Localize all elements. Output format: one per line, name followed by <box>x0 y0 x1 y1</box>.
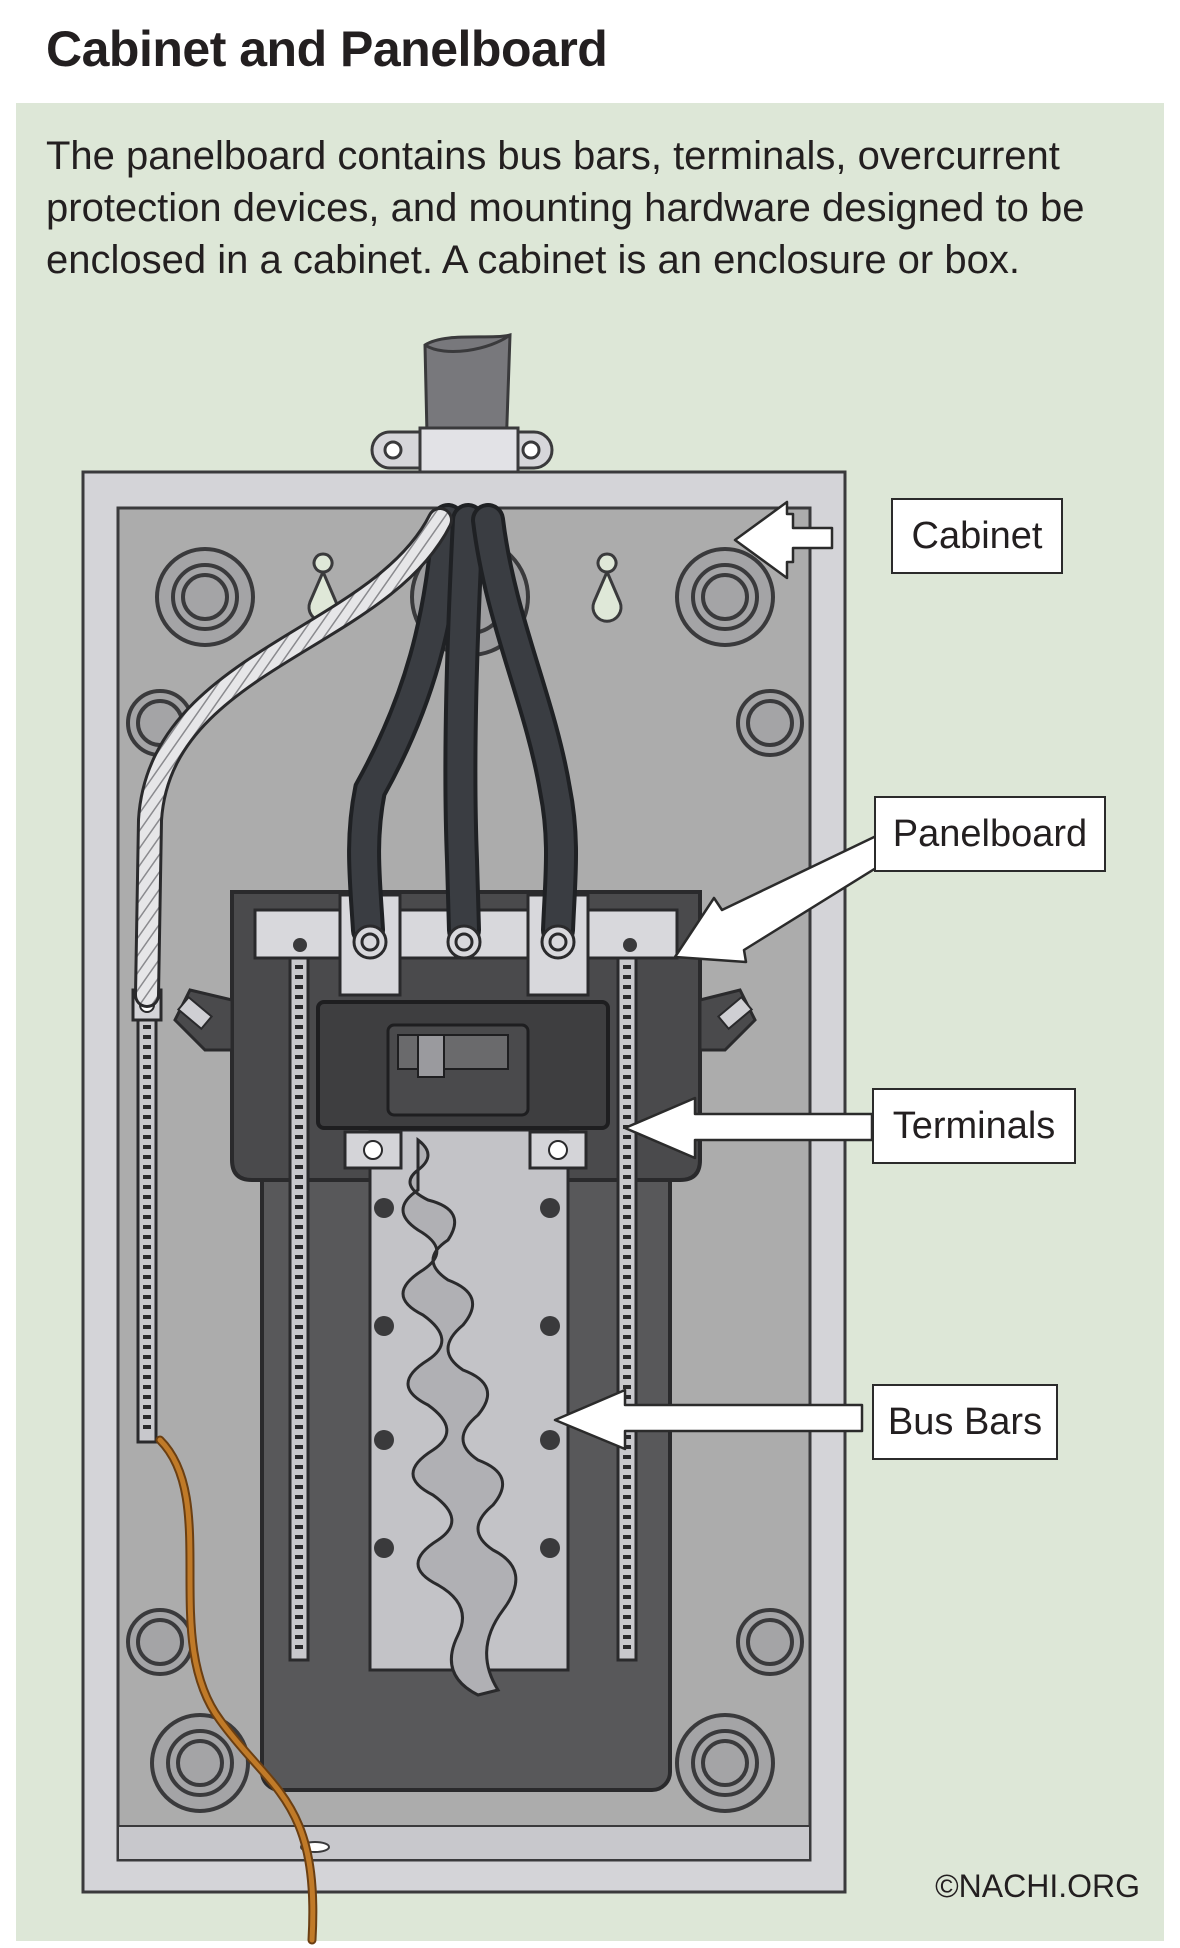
keyhole-slots <box>307 552 623 623</box>
callout-terminals: Terminals <box>872 1088 1076 1164</box>
copyright-credit: ©NACHI.ORG <box>935 1868 1140 1904</box>
callout-cabinet: Cabinet <box>891 498 1063 574</box>
bus-bars <box>343 1128 588 1697</box>
cable-clamp <box>370 426 554 474</box>
page-title: Cabinet and Panelboard <box>46 21 608 77</box>
lug-screws <box>352 924 576 960</box>
figure-description: The panelboard contains bus bars, termin… <box>46 134 1085 282</box>
terminal-bars <box>131 943 638 1662</box>
callout-bus-bars: Bus Bars <box>872 1384 1058 1460</box>
callout-panelboard: Panelboard <box>874 796 1106 872</box>
service-conductors <box>134 503 578 1945</box>
main-breaker <box>316 1000 610 1130</box>
